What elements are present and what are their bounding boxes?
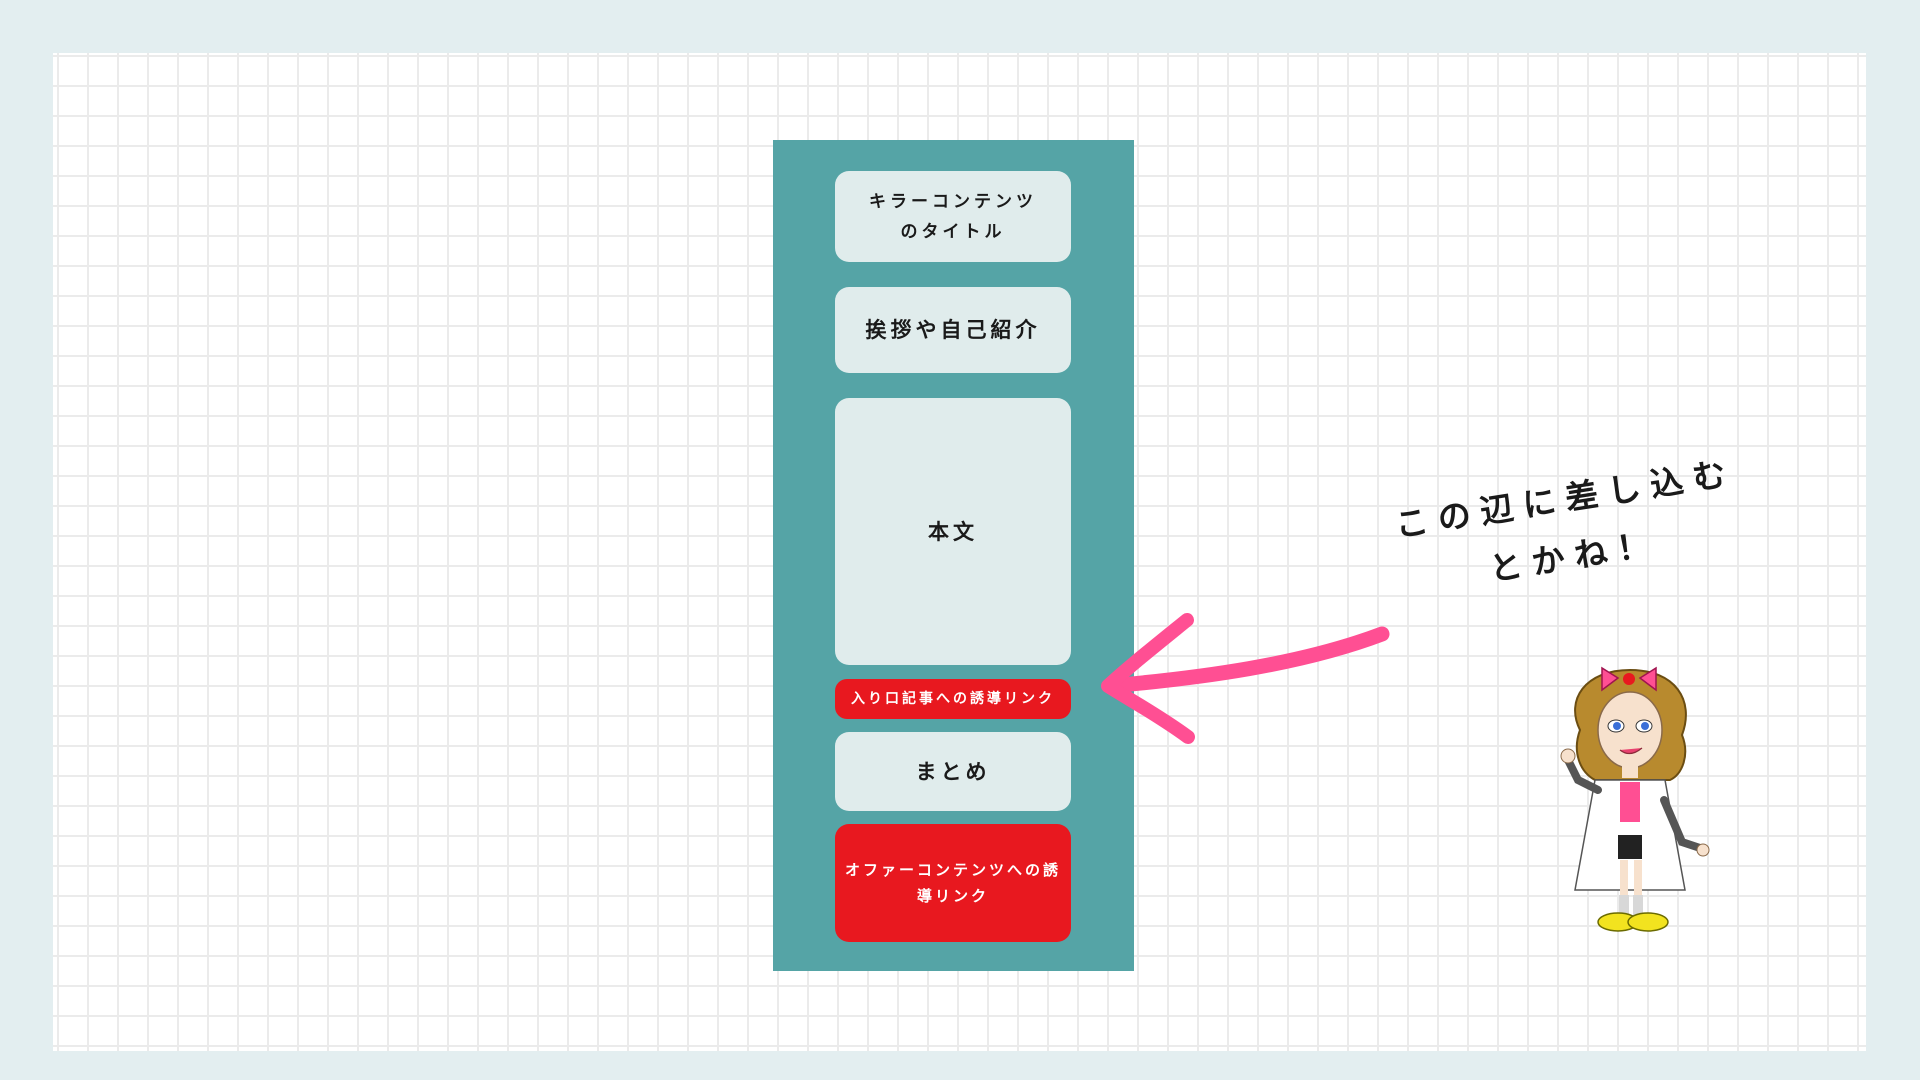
block-summary: まとめ (835, 732, 1071, 811)
block-offer-link-label: オファーコンテンツへの誘導リンク (844, 861, 1061, 905)
block-summary-label: まとめ (915, 759, 991, 784)
illustrated-doctor-character-icon (1560, 666, 1710, 932)
block-entrance-link-label: 入り口記事への誘導リンク (851, 691, 1055, 707)
block-title-label: キラーコンテンツのタイトル (869, 191, 1037, 242)
block-entrance-article-link: 入り口記事への誘導リンク (835, 679, 1071, 719)
block-body-label: 本文 (928, 519, 978, 544)
block-greeting: 挨拶や自己紹介 (835, 287, 1071, 373)
block-greeting-label: 挨拶や自己紹介 (865, 318, 1041, 342)
block-killer-content-title: キラーコンテンツのタイトル (835, 171, 1071, 262)
article-structure-panel: キラーコンテンツのタイトル 挨拶や自己紹介 本文 入り口記事への誘導リンク まと… (773, 140, 1134, 971)
block-offer-content-link: オファーコンテンツへの誘導リンク (835, 824, 1071, 942)
block-body: 本文 (835, 398, 1071, 665)
